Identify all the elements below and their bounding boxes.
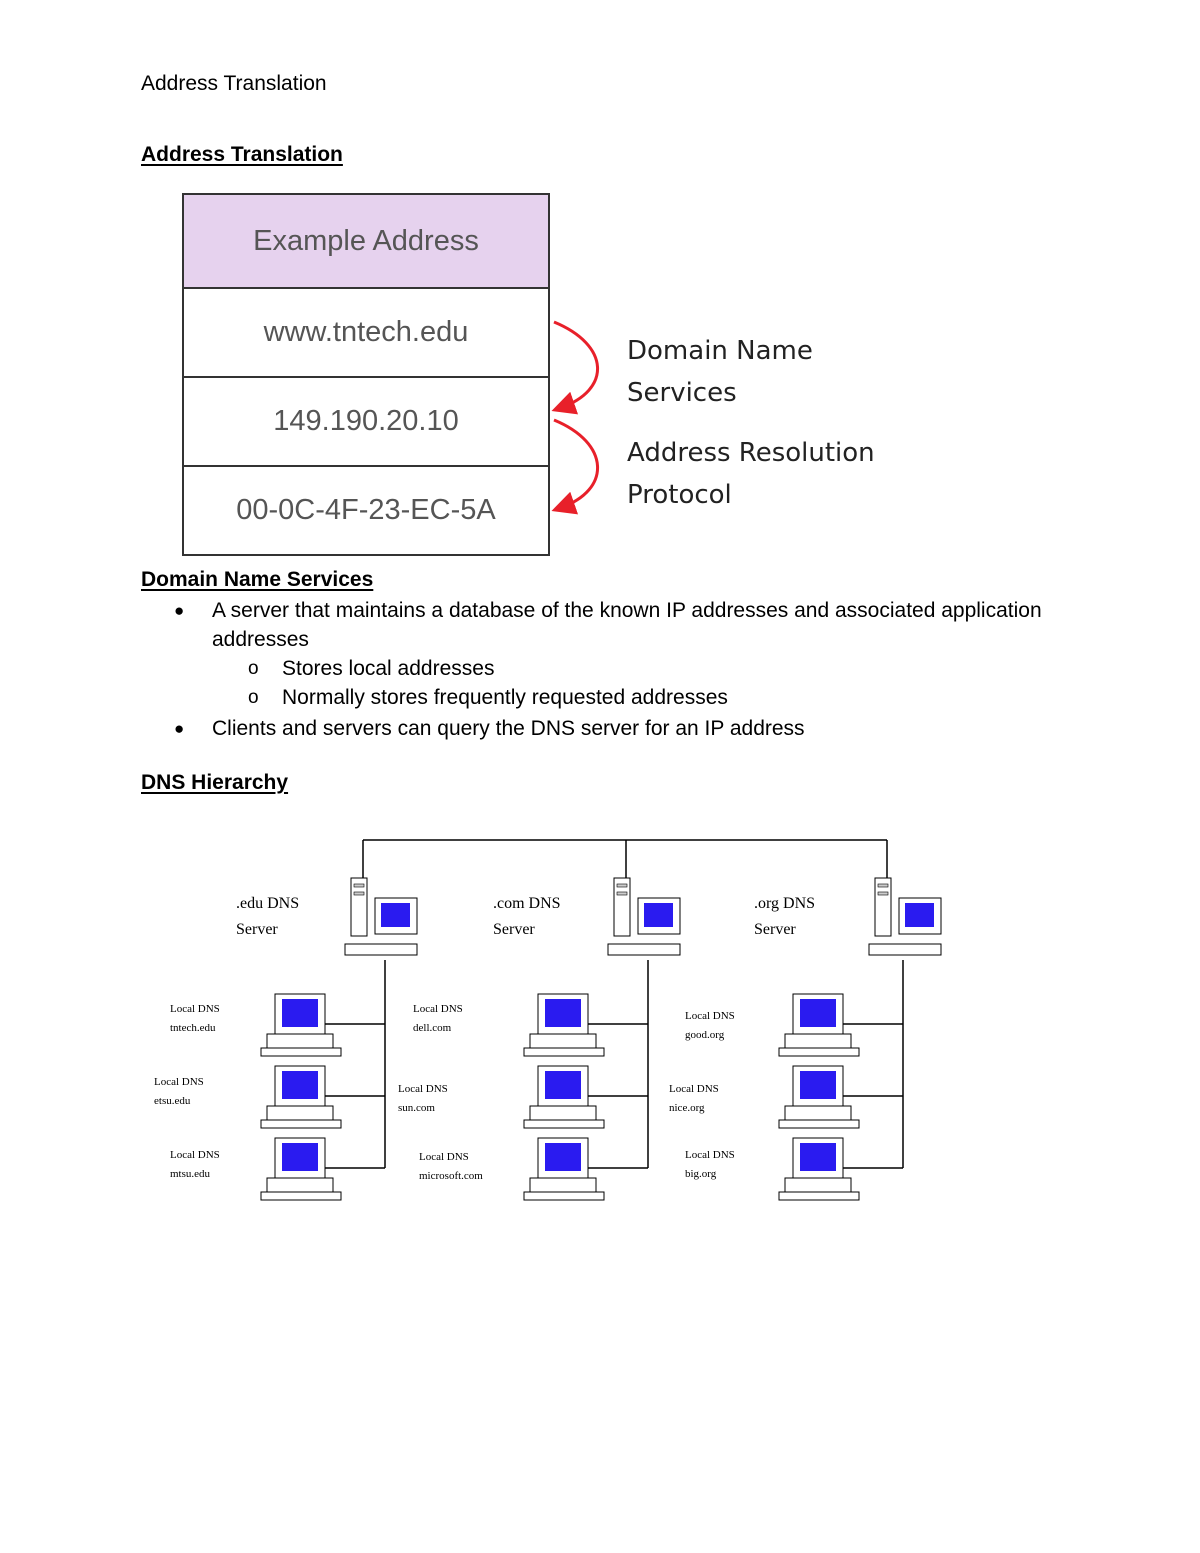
dns-protocol-label: Domain Name Services [627,330,813,414]
server-label: Server [754,921,796,938]
dns-label-line1: Domain Name [627,336,813,366]
heading-domain-name-services: Domain Name Services [141,568,374,591]
server-computer-icon [344,877,418,956]
edu-drop-line [325,960,386,1169]
com-drop-line [588,960,649,1169]
bullet-icon: ● [174,719,185,738]
backbone-line [362,839,888,878]
dns-hierarchy-diagram: .edu DNS Server .com DNS Server .org DNS Serv… [154,839,942,1201]
bullet-text: Normally stores frequently requested add… [282,686,728,709]
arp-protocol-label: Address Resolution Protocol [627,432,875,516]
local-dns-label: mtsu.edu [170,1168,211,1180]
client-computer-icon [523,1065,605,1129]
local-dns-label: good.org [685,1029,725,1041]
heading-dns-hierarchy: DNS Hierarchy [141,771,289,794]
local-dns-label: Local DNS [154,1076,204,1088]
local-dns-label: Local DNS [685,1010,735,1022]
list-item: ● Clients and servers can query the DNS … [174,714,1072,743]
bullet-icon: ● [174,601,185,620]
document-title: Address Translation [141,72,327,95]
server-label: .org DNS [754,895,815,912]
list-item: o Stores local addresses [248,654,1142,683]
local-dns-label: sun.com [398,1102,435,1114]
local-dns-label: Local DNS [170,1149,220,1161]
bullet-text: Clients and servers can query the DNS se… [212,717,805,740]
local-dns-label: Local DNS [413,1003,463,1015]
bullet-text: Stores local addresses [282,657,495,680]
arp-arrow [551,418,599,515]
address-row-domain: www.tntech.edu [184,287,548,376]
server-label: Server [236,921,278,938]
server-computer-icon [868,877,942,956]
local-dns-label: Local DNS [170,1003,220,1015]
client-computer-icon [778,1065,860,1129]
client-computer-icon [778,993,860,1057]
server-computer-icon [607,877,681,956]
translation-arrows [551,320,599,515]
client-computer-icon [260,993,342,1057]
server-label: .edu DNS [236,895,299,912]
address-table: Example Address www.tntech.edu 149.190.2… [182,193,550,556]
circle-bullet-icon: o [248,658,259,679]
address-row-mac: 00-0C-4F-23-EC-5A [184,465,548,554]
local-dns-label: Local DNS [685,1149,735,1161]
org-drop-line [843,960,904,1169]
heading-address-translation: Address Translation [141,143,343,166]
local-dns-label: nice.org [669,1102,705,1114]
client-computer-icon [260,1065,342,1129]
list-item: o Normally stores frequently requested a… [248,683,1142,712]
local-dns-label: microsoft.com [419,1170,483,1182]
address-table-header: Example Address [184,195,548,287]
local-dns-label: Local DNS [419,1151,469,1163]
local-dns-label: Local DNS [669,1083,719,1095]
local-dns-label: tntech.edu [170,1022,216,1034]
dns-label-line2: Services [627,378,737,408]
client-computer-icon [523,993,605,1057]
list-item: ● A server that maintains a database of … [174,596,1072,654]
bullet-text: A server that maintains a database of th… [212,599,1042,651]
dns-arrow [551,320,599,415]
circle-bullet-icon: o [248,687,259,708]
local-dns-label: Local DNS [398,1083,448,1095]
server-label: .com DNS [493,895,561,912]
client-computer-icon [778,1137,860,1201]
client-computer-icon [523,1137,605,1201]
local-dns-label: etsu.edu [154,1095,191,1107]
address-row-ip: 149.190.20.10 [184,376,548,465]
server-label: Server [493,921,535,938]
client-computer-icon [260,1137,342,1201]
local-dns-label: big.org [685,1168,717,1180]
arp-label-line2: Protocol [627,480,732,510]
local-dns-label: dell.com [413,1022,452,1034]
arp-label-line1: Address Resolution [627,438,875,468]
